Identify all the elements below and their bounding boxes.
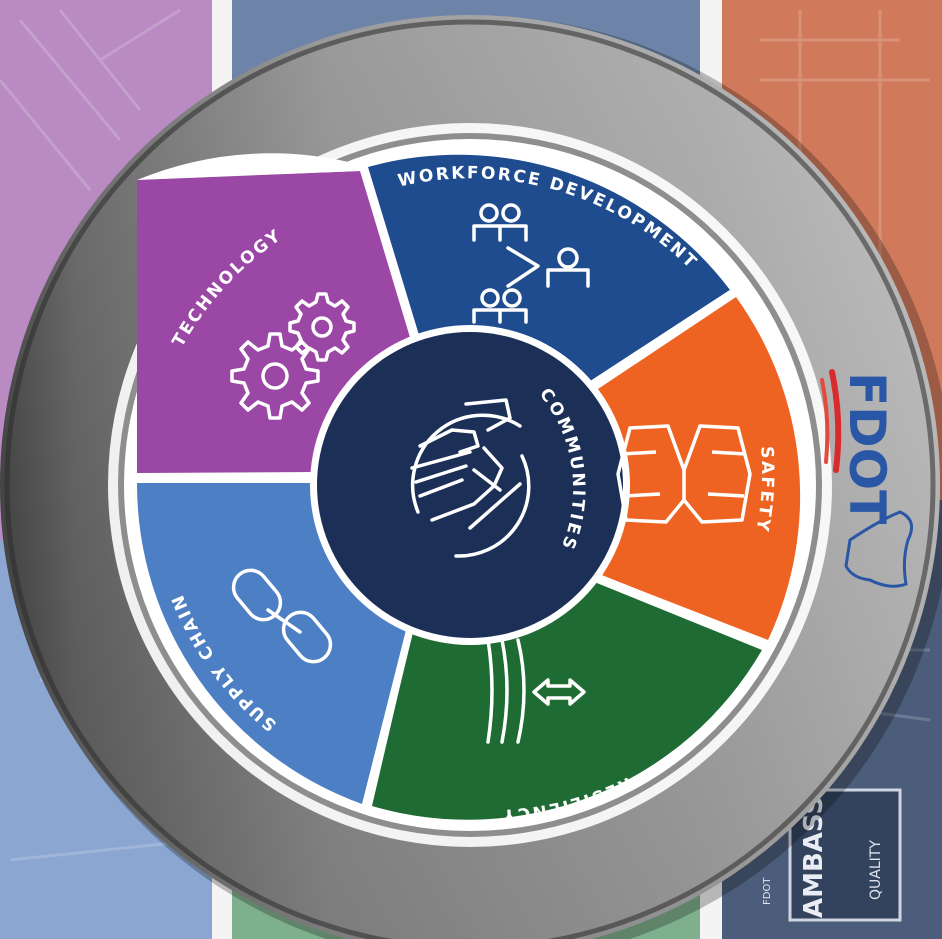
florida-outline-icon — [844, 510, 914, 588]
segment-safety[interactable] — [588, 297, 801, 640]
small-logo-text: FDOT — [762, 877, 773, 905]
sign-board: QUALITY AMBASS FDOT — [762, 788, 902, 922]
resiliency-arrows-icon — [486, 638, 586, 744]
handshake-icon — [410, 398, 531, 558]
logo-swoosh-2 — [820, 378, 830, 464]
sign-text-quality: QUALITY — [868, 840, 884, 900]
segment-supply-chain[interactable] — [136, 483, 409, 804]
gears-icon — [230, 292, 356, 420]
wheel-rim-edge — [4, 19, 936, 939]
segment-technology[interactable] — [137, 171, 412, 473]
people-group-icon — [472, 203, 590, 324]
fdot-logo: FDOT — [820, 369, 914, 588]
segment-dividers — [132, 167, 768, 807]
fdot-logo-text: FDOT — [838, 372, 896, 524]
logo-swoosh-1 — [829, 369, 842, 473]
chain-link-icon — [231, 568, 333, 664]
safety-label: SAFETY — [751, 446, 777, 535]
safety-vest-icon — [616, 424, 752, 524]
sign-text-ambass: AMBASS — [799, 796, 829, 918]
communities-hub[interactable] — [317, 332, 623, 638]
segment-gap — [137, 153, 368, 180]
